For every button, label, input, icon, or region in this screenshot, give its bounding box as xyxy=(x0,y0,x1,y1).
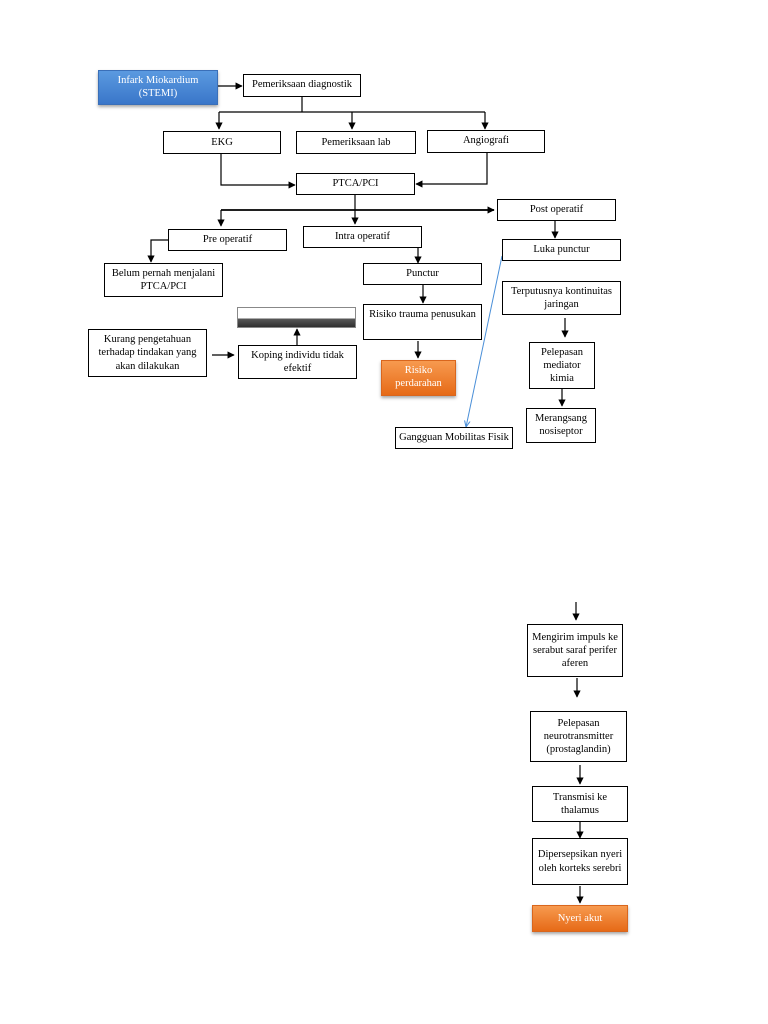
node-ekg: EKG xyxy=(163,131,281,154)
node-pelepasan-mediator: Pelepasan mediator kimia xyxy=(529,342,595,389)
node-nyeri-akut: Nyeri akut xyxy=(532,905,628,932)
node-pre-operatif: Pre operatif xyxy=(168,229,287,251)
node-koping: Koping individu tidak efektif xyxy=(238,345,357,379)
node-post-operatif: Post operatif xyxy=(497,199,616,221)
node-stemi: Infark Miokardium (STEMI) xyxy=(98,70,218,105)
node-risiko-perdarahan: Risiko perdarahan xyxy=(381,360,456,396)
node-blank-bar xyxy=(237,307,356,328)
edge-pre-belum xyxy=(147,239,168,263)
node-kurang-pengetahuan: Kurang pengetahuan terhadap tindakan yan… xyxy=(88,329,207,377)
node-risiko-trauma: Risiko trauma penusukan xyxy=(363,304,482,340)
edge-ekg-ptca xyxy=(220,154,296,189)
node-belum-pernah: Belum pernah menjalani PTCA/PCI xyxy=(104,263,223,297)
node-merangsang: Merangsang nosiseptor xyxy=(526,408,596,443)
edge-luka-gangguan xyxy=(466,255,503,427)
node-ptca: PTCA/PCI xyxy=(296,173,415,195)
node-gangguan-mobilitas: Gangguan Mobilitas Fisik xyxy=(395,427,513,449)
node-angiografi: Angiografi xyxy=(427,130,545,153)
node-mengirim-impuls: Mengirim impuls ke serabut saraf perifer… xyxy=(527,624,623,677)
node-punctur: Punctur xyxy=(363,263,482,285)
edge-angiografi-ptca xyxy=(415,153,488,188)
node-lab: Pemeriksaan lab xyxy=(296,131,416,154)
node-terputusnya: Terputusnya kontinuitas jaringan xyxy=(502,281,621,315)
node-luka-punctur: Luka punctur xyxy=(502,239,621,261)
node-dipersepsikan: Dipersepsikan nyeri oleh korteks serebri xyxy=(532,838,628,885)
node-diagnostik: Pemeriksaan diagnostik xyxy=(243,74,361,97)
node-transmisi: Transmisi ke thalamus xyxy=(532,786,628,822)
node-intra-operatif: Intra operatif xyxy=(303,226,422,248)
edge-diagnostik-branch xyxy=(219,97,485,113)
node-pelepasan-neuro: Pelepasan neurotransmitter (prostaglandi… xyxy=(530,711,627,762)
